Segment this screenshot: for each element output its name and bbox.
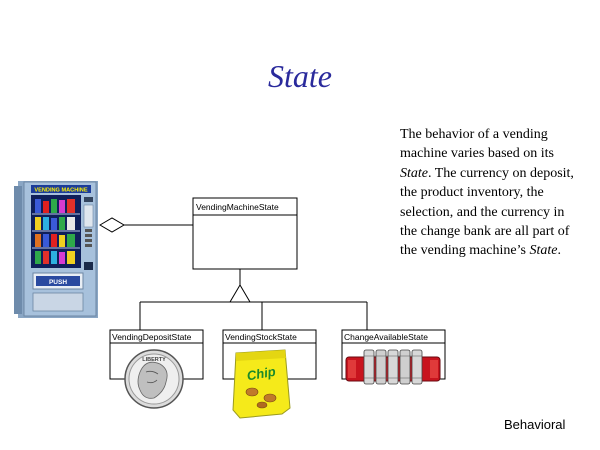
class-name-vending-stock-state: VendingStockState: [225, 332, 297, 342]
slide-title: State: [268, 58, 332, 94]
push-button-label: PUSH: [49, 279, 67, 286]
inheritance-triangle: [229, 284, 251, 303]
coin-label: LIBERTY: [142, 357, 166, 363]
class-box-vending-machine-state: VendingMachineState: [192, 197, 298, 270]
description-part-2: . The currency on deposit, the product i…: [400, 165, 574, 259]
description-part-3: .: [557, 243, 561, 259]
description-text: The behavior of a vending machine varies…: [400, 125, 582, 261]
footer-label: Behavioral: [504, 417, 566, 432]
chip-bag-label: Chip: [246, 364, 277, 384]
class-name-vending-machine-state: VendingMachineState: [196, 202, 279, 212]
vending-machine-sign: VENDING MACHINE: [34, 188, 87, 194]
aggregation-diamond: [99, 217, 125, 233]
quarter-coin-image: LIBERTY: [124, 349, 184, 409]
coin-changer-image: [345, 349, 441, 385]
vending-machine-illustration: VENDING MACHINE: [14, 181, 98, 318]
class-name-change-available-state: ChangeAvailableState: [344, 332, 428, 342]
chip-bag-image: Chip: [232, 349, 291, 419]
description-state-2: State: [529, 243, 558, 259]
description-part-1: The behavior of a vending machine varies…: [400, 127, 554, 162]
class-name-vending-deposit-state: VendingDepositState: [112, 332, 192, 342]
description-state-1: State: [400, 165, 428, 181]
